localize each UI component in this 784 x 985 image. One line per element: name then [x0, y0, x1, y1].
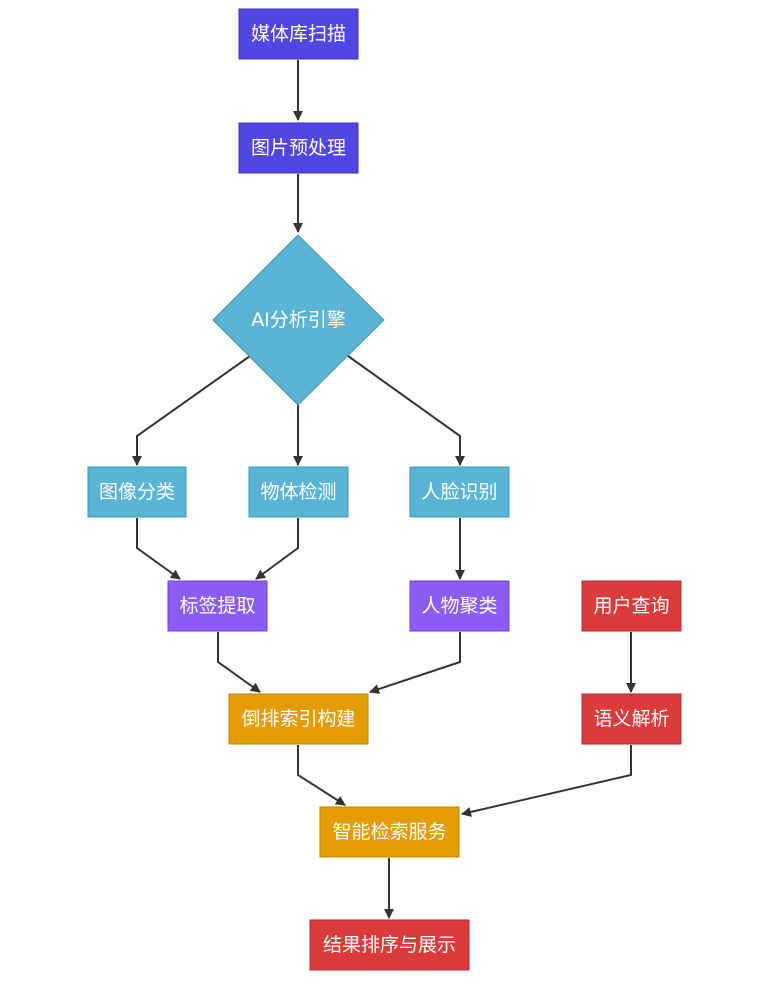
node-index: 倒排索引构建	[228, 693, 369, 745]
node-tags: 标签提取	[167, 580, 268, 632]
node-index-label: 倒排索引构建	[241, 708, 355, 730]
edges	[132, 60, 636, 919]
node-classify: 图像分类	[87, 466, 187, 518]
node-detect-label: 物体检测	[260, 481, 336, 503]
edge-tags-index	[217, 632, 261, 693]
node-parse-label: 语义解析	[593, 708, 669, 730]
edge-ai-classify	[132, 355, 251, 466]
node-search: 智能检索服务	[319, 806, 460, 858]
node-tags-label: 标签提取	[179, 595, 255, 617]
node-query-label: 用户查询	[593, 595, 669, 617]
node-face-label: 人脸识别	[421, 481, 497, 503]
node-preprocess: 图片预处理	[238, 122, 359, 174]
node-query: 用户查询	[581, 580, 682, 632]
node-scan: 媒体库扫描	[238, 8, 359, 60]
node-face: 人脸识别	[409, 466, 510, 518]
node-scan-label: 媒体库扫描	[251, 23, 346, 45]
node-classify-label: 图像分类	[99, 481, 175, 503]
node-ai-label: AI分析引擎	[251, 309, 346, 331]
node-cluster: 人物聚类	[409, 580, 510, 632]
edge-cluster-index	[369, 632, 461, 694]
node-search-label: 智能检索服务	[332, 821, 446, 843]
node-detect: 物体检测	[248, 466, 349, 518]
node-result: 结果排序与展示	[309, 919, 470, 971]
node-ai-decision: AI分析引擎	[212, 234, 385, 406]
edge-index-search	[297, 745, 346, 806]
edge-ai-face	[347, 355, 465, 466]
edge-classify-tags	[136, 518, 181, 580]
node-preprocess-label: 图片预处理	[251, 137, 346, 159]
edge-parse-search	[461, 745, 632, 817]
node-result-label: 结果排序与展示	[323, 934, 456, 956]
node-parse: 语义解析	[581, 693, 682, 745]
edge-detect-tags	[255, 518, 299, 580]
node-cluster-label: 人物聚类	[421, 595, 497, 617]
